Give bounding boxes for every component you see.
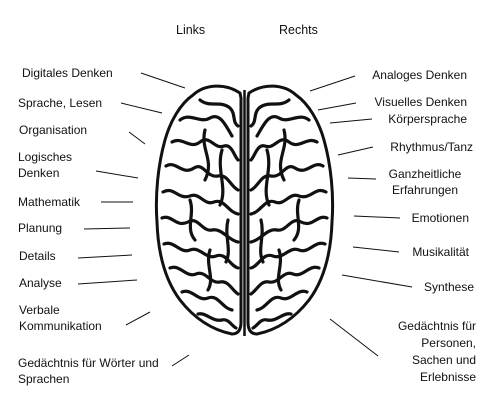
left-leader-lines [77, 72, 190, 367]
label-visuelles-denken: Visuelles Denken [374, 95, 467, 109]
label-verbale-kommunikation: Verbale Kommunikation [19, 303, 102, 333]
label-gedaechtnis-personen: Gedächtnis für Personen, Sachen und Erle… [397, 319, 476, 384]
label-planung: Planung [18, 221, 63, 235]
label-analyse: Analyse [19, 276, 62, 290]
header-left: Links [176, 23, 206, 37]
label-koerpersprache: Körpersprache [388, 112, 467, 126]
label-emotionen: Emotionen [411, 211, 469, 225]
label-musikalitaet: Musikalität [412, 245, 469, 259]
label-logisches-denken: Logisches Denken [18, 150, 73, 180]
label-sprache-lesen: Sprache, Lesen [18, 96, 103, 110]
label-mathematik: Mathematik [18, 195, 81, 209]
left-gyri [160, 98, 240, 330]
header-right: Rechts [279, 23, 318, 37]
label-analoges-denken: Analoges Denken [372, 68, 467, 82]
label-organisation: Organisation [19, 123, 88, 137]
label-digitales-denken: Digitales Denken [22, 66, 113, 80]
right-gyri [249, 98, 329, 330]
label-rhythmus-tanz: Rhythmus/Tanz [390, 140, 473, 154]
right-leader-lines [309, 75, 413, 357]
label-details: Details [19, 249, 56, 263]
label-gedaechtnis-woerter: Gedächtnis für Wörter und Sprachen [18, 356, 159, 386]
label-synthese: Synthese [423, 280, 474, 294]
label-ganzheitliche-erfahrungen: Ganzheitliche Erfahrungen [388, 167, 462, 197]
